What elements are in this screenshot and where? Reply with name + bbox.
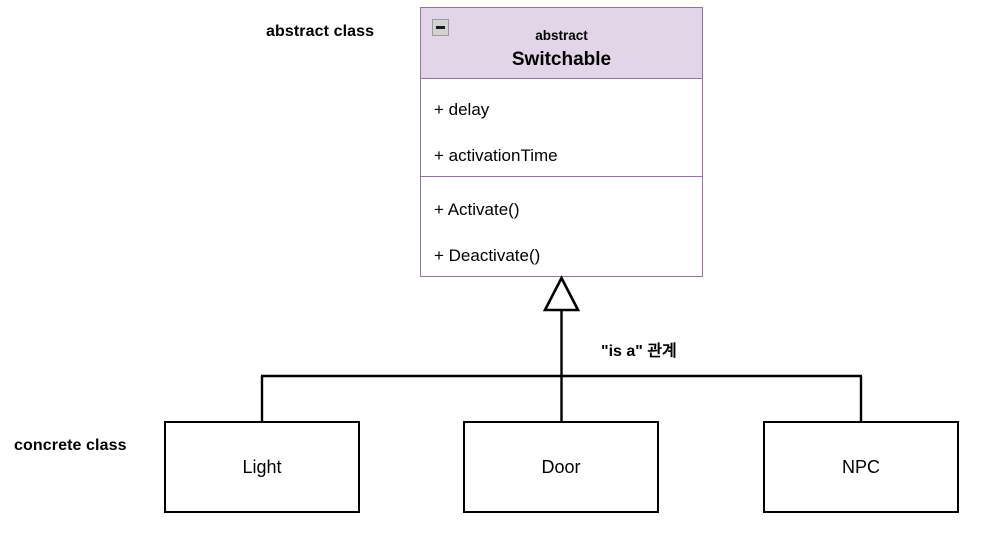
class-attributes-compartment: + delay + activationTime <box>421 79 702 177</box>
concrete-class-name: Light <box>242 457 282 477</box>
relationship-label: "is a" 관계 <box>601 343 677 360</box>
operation-item: + Deactivate() <box>434 246 541 265</box>
collapse-minus-icon[interactable] <box>432 19 449 36</box>
uml-class-light[interactable]: Light <box>164 421 360 513</box>
concrete-class-name: Door <box>541 457 581 477</box>
operation-item: + Activate() <box>434 200 520 219</box>
attribute-list: + delay + activationTime <box>421 79 702 164</box>
class-stereotype: abstract <box>535 28 588 43</box>
class-header-compartment: abstract Switchable <box>421 8 702 79</box>
concrete-class-name: NPC <box>841 457 880 477</box>
concrete-class-annotation: concrete class <box>14 437 127 454</box>
uml-class-switchable[interactable]: abstract Switchable + delay + activation… <box>420 7 703 277</box>
uml-class-npc[interactable]: NPC <box>763 421 959 513</box>
attribute-item: + delay <box>434 100 490 119</box>
operation-list: + Activate() + Deactivate() <box>421 177 702 264</box>
uml-class-door[interactable]: Door <box>463 421 659 513</box>
class-name: Switchable <box>511 49 612 70</box>
attribute-item: + activationTime <box>434 146 558 165</box>
abstract-class-annotation: abstract class <box>266 23 375 40</box>
class-operations-compartment: + Activate() + Deactivate() <box>421 177 702 275</box>
minus-glyph <box>436 26 445 29</box>
hollow-triangle-arrowhead <box>542 275 581 312</box>
